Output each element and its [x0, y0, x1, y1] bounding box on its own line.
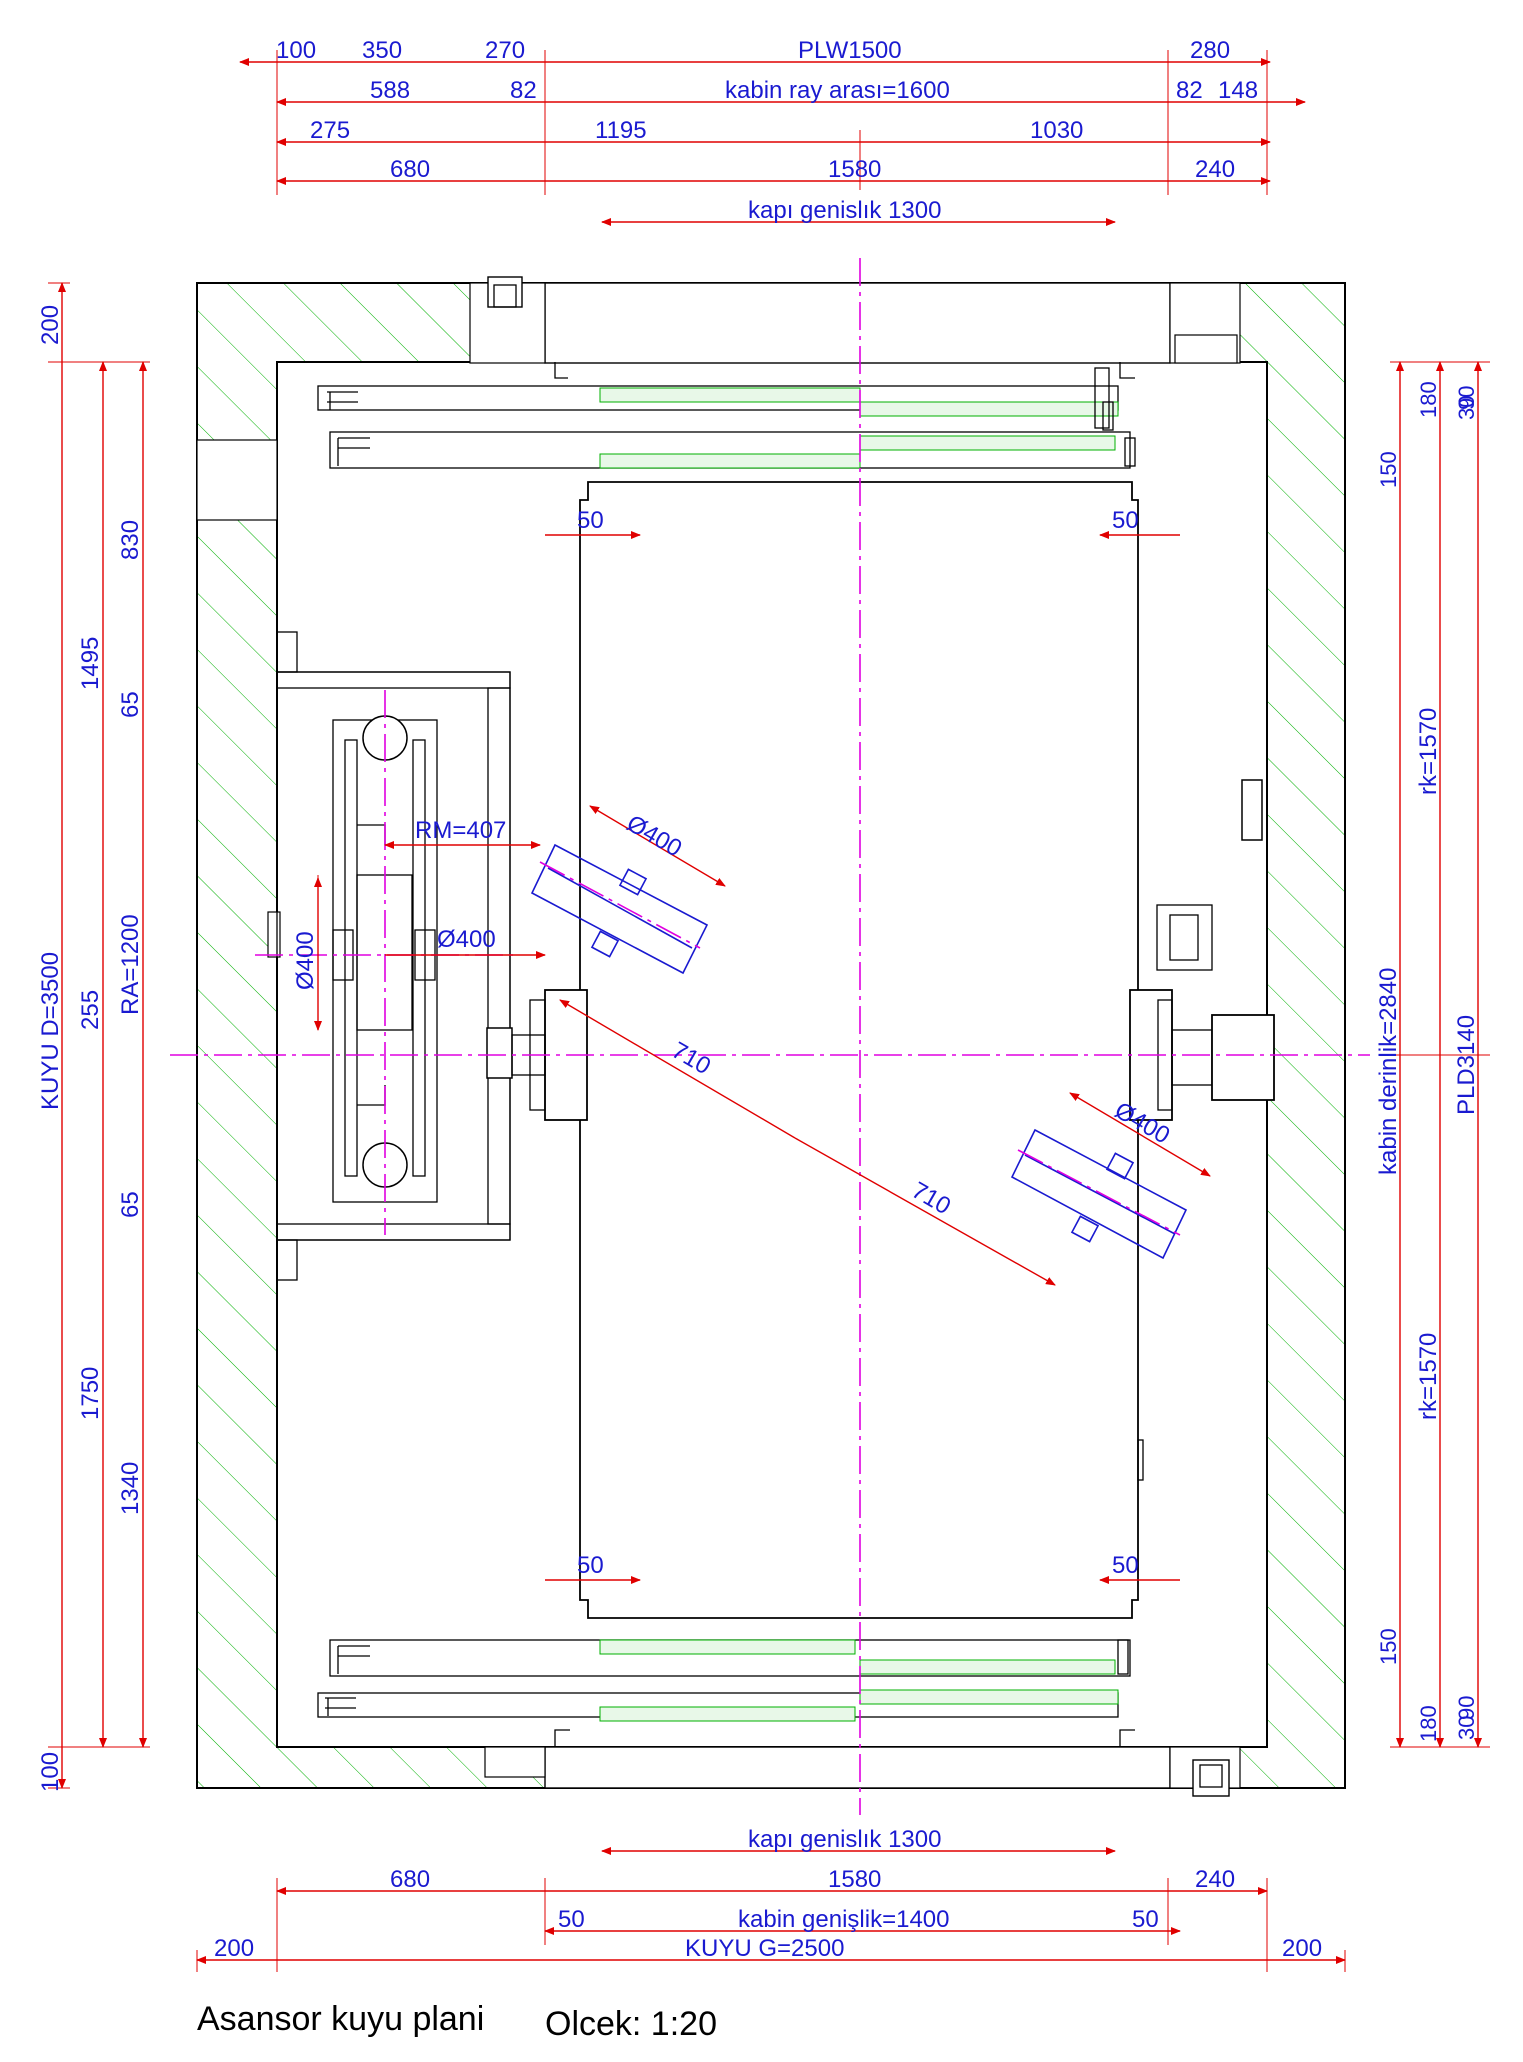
right-dim-90a: 90 [1454, 386, 1479, 410]
left-dimension-labels: 200 KUYU D=3500 100 1495 1750 830 65 RA=… [37, 305, 144, 1792]
top-dim-148: 148 [1218, 77, 1258, 104]
top-dim-82a: 82 [510, 77, 537, 104]
left-dim-255: 255 [77, 990, 104, 1030]
left-dim-1340: 1340 [117, 1462, 144, 1515]
top-dim-270: 270 [485, 37, 525, 64]
bottom-dim-200b: 200 [1282, 1935, 1322, 1962]
bottom-dim-1580: 1580 [828, 1866, 881, 1893]
top-box [487, 276, 523, 308]
bottom-dim-50a: 50 [558, 1906, 585, 1933]
bottom-door-width: kapı genislık 1300 [748, 1826, 941, 1853]
bottom-frame-left [484, 1746, 546, 1778]
bottom-dim-shaft-width: KUYU G=2500 [685, 1935, 844, 1962]
right-dim-150a: 150 [1376, 451, 1401, 488]
caption-title: Asansor kuyu plani [197, 2000, 484, 2038]
gap-top-right: 50 [1112, 507, 1139, 534]
top-dim-275: 275 [310, 117, 350, 144]
top-dim-680: 680 [390, 156, 430, 183]
top-right-block [1174, 334, 1238, 364]
rm-label: RM=407 [415, 817, 506, 844]
bottom-door-panels [317, 1639, 1135, 1747]
right-dim-180b: 180 [1416, 1705, 1441, 1742]
pulley-lower-outline [1010, 1128, 1188, 1260]
left-dim-ra: RA=1200 [117, 914, 144, 1015]
pulley-upper-outline [530, 843, 709, 975]
right-dim-180a: 180 [1416, 381, 1441, 418]
gap-bottom-right: 50 [1112, 1552, 1139, 1579]
left-dim-1495: 1495 [77, 637, 104, 690]
left-niche-small [267, 911, 281, 958]
left-niche-top [196, 439, 278, 521]
top-dim-rail-spacing: kabin ray arası=1600 [725, 77, 950, 104]
right-dim-150b: 150 [1376, 1628, 1401, 1665]
top-dim-82b: 82 [1176, 77, 1203, 104]
top-box-inner [493, 284, 517, 308]
shaft-walls [196, 276, 1346, 1797]
left-guide-block [486, 1027, 513, 1079]
bottom-dim-200a: 200 [214, 1935, 254, 1962]
car [317, 362, 1144, 1747]
right-dim-rk1: rk=1570 [1415, 708, 1442, 795]
top-dim-1030: 1030 [1030, 117, 1083, 144]
top-dim-588: 588 [370, 77, 410, 104]
left-dim-830: 830 [117, 520, 144, 560]
top-dim-1195: 1195 [595, 117, 647, 144]
cw-pulley-diameter-vertical: Ø400 [292, 931, 319, 990]
left-dim-200: 200 [37, 305, 64, 345]
car-outline [579, 481, 1139, 1619]
cw-inner-right [412, 739, 426, 1177]
center-lines [170, 258, 1370, 1815]
caption: Asansor kuyu plani Olcek: 1:20 [197, 2000, 717, 2043]
right-car-rail [1129, 779, 1275, 1121]
left-dim-100: 100 [37, 1752, 64, 1792]
top-dim-350: 350 [362, 37, 402, 64]
left-wall-block-2 [276, 1239, 298, 1281]
right-dim-rk2: rk=1570 [1415, 1333, 1442, 1420]
cw-frame-bar-top [276, 671, 511, 689]
cw-frame-bar-bottom [276, 1223, 511, 1241]
right-dim-pld: PLD3140 [1453, 1015, 1480, 1115]
pulley-centerline-1 [539, 861, 701, 949]
top-door-panels [317, 362, 1136, 469]
cw-upright [487, 687, 511, 1225]
top-dim-280: 280 [1190, 37, 1230, 64]
gap-top-left: 50 [577, 507, 604, 534]
top-dim-1580: 1580 [828, 156, 881, 183]
right-dimension-labels: 180 30 90 150 rk=1570 kabin derinlik=284… [1375, 381, 1480, 1742]
top-door-width: kapı genislık 1300 [748, 197, 941, 224]
top-dim-240: 240 [1195, 156, 1235, 183]
bottom-box [1192, 1759, 1230, 1797]
left-dim-shaft-depth: KUYU D=3500 [37, 952, 64, 1110]
car-right-detail-1 [1137, 1439, 1144, 1481]
pulley-centerline-2 [1017, 1149, 1181, 1236]
left-dim-65a: 65 [117, 691, 144, 718]
gap-bottom-left: 50 [577, 1552, 604, 1579]
bottom-dim-680: 680 [390, 1866, 430, 1893]
bottom-dim-car-width: kabin genişlik=1400 [738, 1906, 950, 1933]
top-dimension-labels: 100 350 270 PLW1500 280 588 82 kabin ray… [276, 37, 1258, 224]
right-dim-30b: 30 [1454, 1716, 1479, 1740]
bottom-dim-50b: 50 [1132, 1906, 1159, 1933]
top-dim-plw: PLW1500 [798, 37, 902, 64]
bottom-dimension-labels: kapı genislık 1300 680 1580 240 50 kabin… [214, 1826, 1322, 1962]
bottom-box-inner [1199, 1764, 1223, 1788]
left-dim-1750: 1750 [77, 1367, 104, 1420]
left-wall-block [276, 631, 298, 673]
bottom-landing-opening [544, 1746, 1171, 1789]
right-dim-90b: 90 [1454, 1696, 1479, 1720]
bottom-dim-240: 240 [1195, 1866, 1235, 1893]
right-dim-30a: 30 [1454, 396, 1479, 420]
top-landing-opening [544, 282, 1171, 364]
caption-scale: Olcek: 1:20 [545, 2005, 717, 2043]
dimension-lines [48, 50, 1490, 1972]
left-dim-65b: 65 [117, 1191, 144, 1218]
cw-inner-left [344, 739, 358, 1177]
top-dim-100: 100 [276, 37, 316, 64]
cw-pulley-diameter: Ø400 [437, 926, 496, 953]
right-dim-car-depth: kabin derinlik=2840 [1375, 968, 1402, 1175]
